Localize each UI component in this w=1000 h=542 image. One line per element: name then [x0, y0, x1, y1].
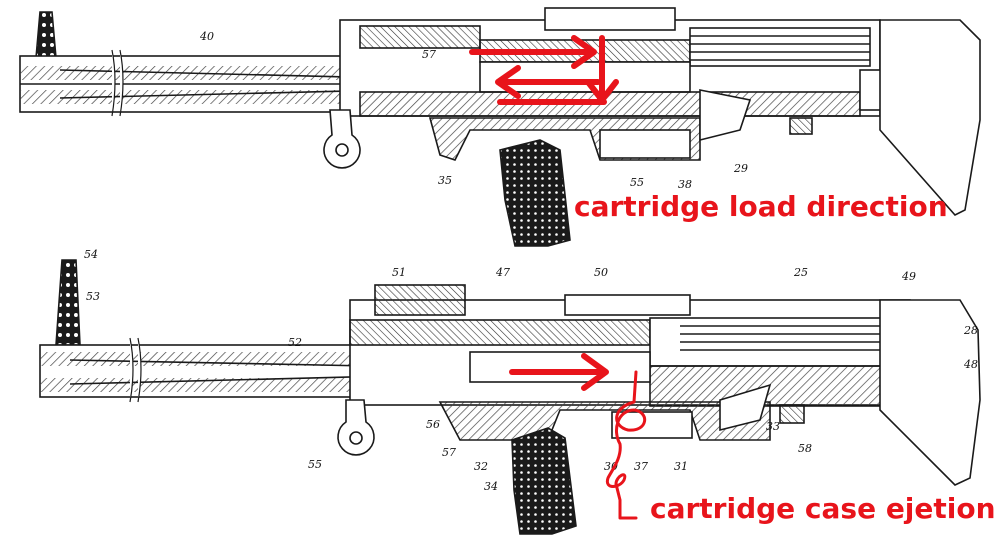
- top-load-arrows: [469, 35, 619, 105]
- label-cartridge-case-ejection: cartridge case ejetion: [650, 492, 996, 525]
- bottom-label-51: 51: [392, 266, 406, 279]
- bottom-label-49: 49: [901, 270, 916, 283]
- bottom-label-47: 47: [495, 266, 510, 279]
- bottom-gun-diagram: [39, 259, 981, 535]
- bottom-label-30: 30: [604, 460, 618, 473]
- bottom-trigger-housing: [438, 401, 771, 441]
- bottom-label-52: 52: [288, 336, 302, 349]
- bottom-label-28: 28: [963, 324, 978, 337]
- bottom-front-sight: [55, 259, 81, 346]
- top-front-sight: [35, 11, 57, 59]
- top-pistol-grip: [499, 139, 571, 247]
- top-butt-stock: [879, 19, 981, 216]
- bottom-label-57: 57: [442, 446, 456, 459]
- bottom-label-37: 37: [634, 460, 648, 473]
- top-part-numbers: 40 57 35 55 38 29: [199, 30, 748, 191]
- bottom-label-33: 33: [766, 420, 780, 433]
- bottom-label-54: 54: [84, 248, 98, 261]
- top-label-55: 55: [630, 176, 644, 189]
- bottom-label-58: 58: [798, 442, 812, 455]
- bottom-label-55: 55: [308, 458, 322, 471]
- bottom-pistol-grip: [511, 427, 577, 535]
- top-label-35: 35: [438, 174, 452, 187]
- top-label-38: 38: [678, 178, 692, 191]
- bottom-bipod-mount: [337, 399, 375, 456]
- top-bipod-mount: [323, 109, 361, 169]
- top-label-29: 29: [733, 162, 748, 175]
- top-label-57: 57: [422, 48, 436, 61]
- bottom-load-arrow: [509, 353, 609, 391]
- bottom-label-48: 48: [963, 358, 978, 371]
- bottom-label-53: 53: [86, 290, 100, 303]
- bottom-label-56: 56: [426, 418, 440, 431]
- bottom-butt-stock: [879, 299, 981, 486]
- bottom-label-25: 25: [793, 266, 808, 279]
- label-cartridge-load-direction: cartridge load direction: [574, 190, 948, 223]
- bottom-label-31: 31: [674, 460, 688, 473]
- ejection-path-scribble: [605, 370, 646, 520]
- top-label-40: 40: [199, 30, 214, 43]
- bottom-label-50: 50: [594, 266, 608, 279]
- bottom-label-34: 34: [484, 480, 498, 493]
- bottom-part-numbers: 54 53 52 51 47 50 25 49 28 48 56 57 32 3…: [84, 248, 978, 493]
- bottom-label-32: 32: [474, 460, 488, 473]
